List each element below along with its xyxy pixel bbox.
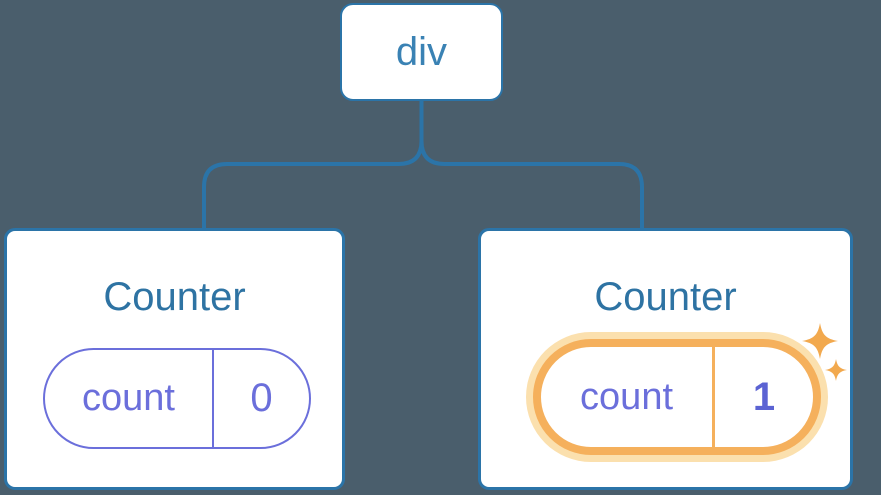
state-key-left: count [45,350,214,447]
sparkle-star-small [825,359,847,381]
state-key-right: count [541,347,716,447]
tree-node-div: div [340,3,503,101]
counter-card-left-title: Counter [103,275,246,319]
state-pill-left: count 0 [43,348,311,449]
state-value-left: 0 [250,376,273,420]
state-pill-right-highlighted: count 1 [533,339,821,455]
counter-card-left: Counter count 0 [4,228,345,490]
sparkle-icon [802,323,847,381]
counter-card-right-title: Counter [594,275,737,319]
connector-right-branch [419,100,644,230]
state-value-right: 1 [752,374,776,419]
sparkle-star-large [802,323,838,359]
tree-node-div-label: div [395,29,448,74]
connector-left-branch [202,100,424,230]
counter-card-right: Counter count 1 [478,228,853,490]
